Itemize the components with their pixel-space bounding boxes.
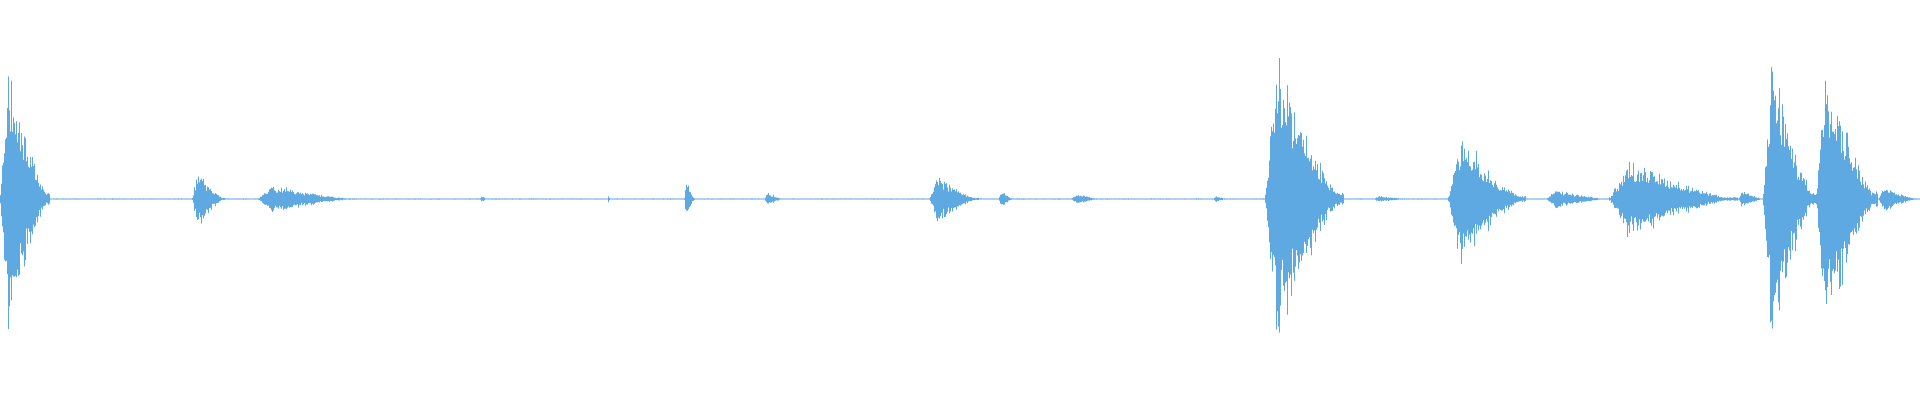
waveform-bars: [0, 58, 1920, 333]
